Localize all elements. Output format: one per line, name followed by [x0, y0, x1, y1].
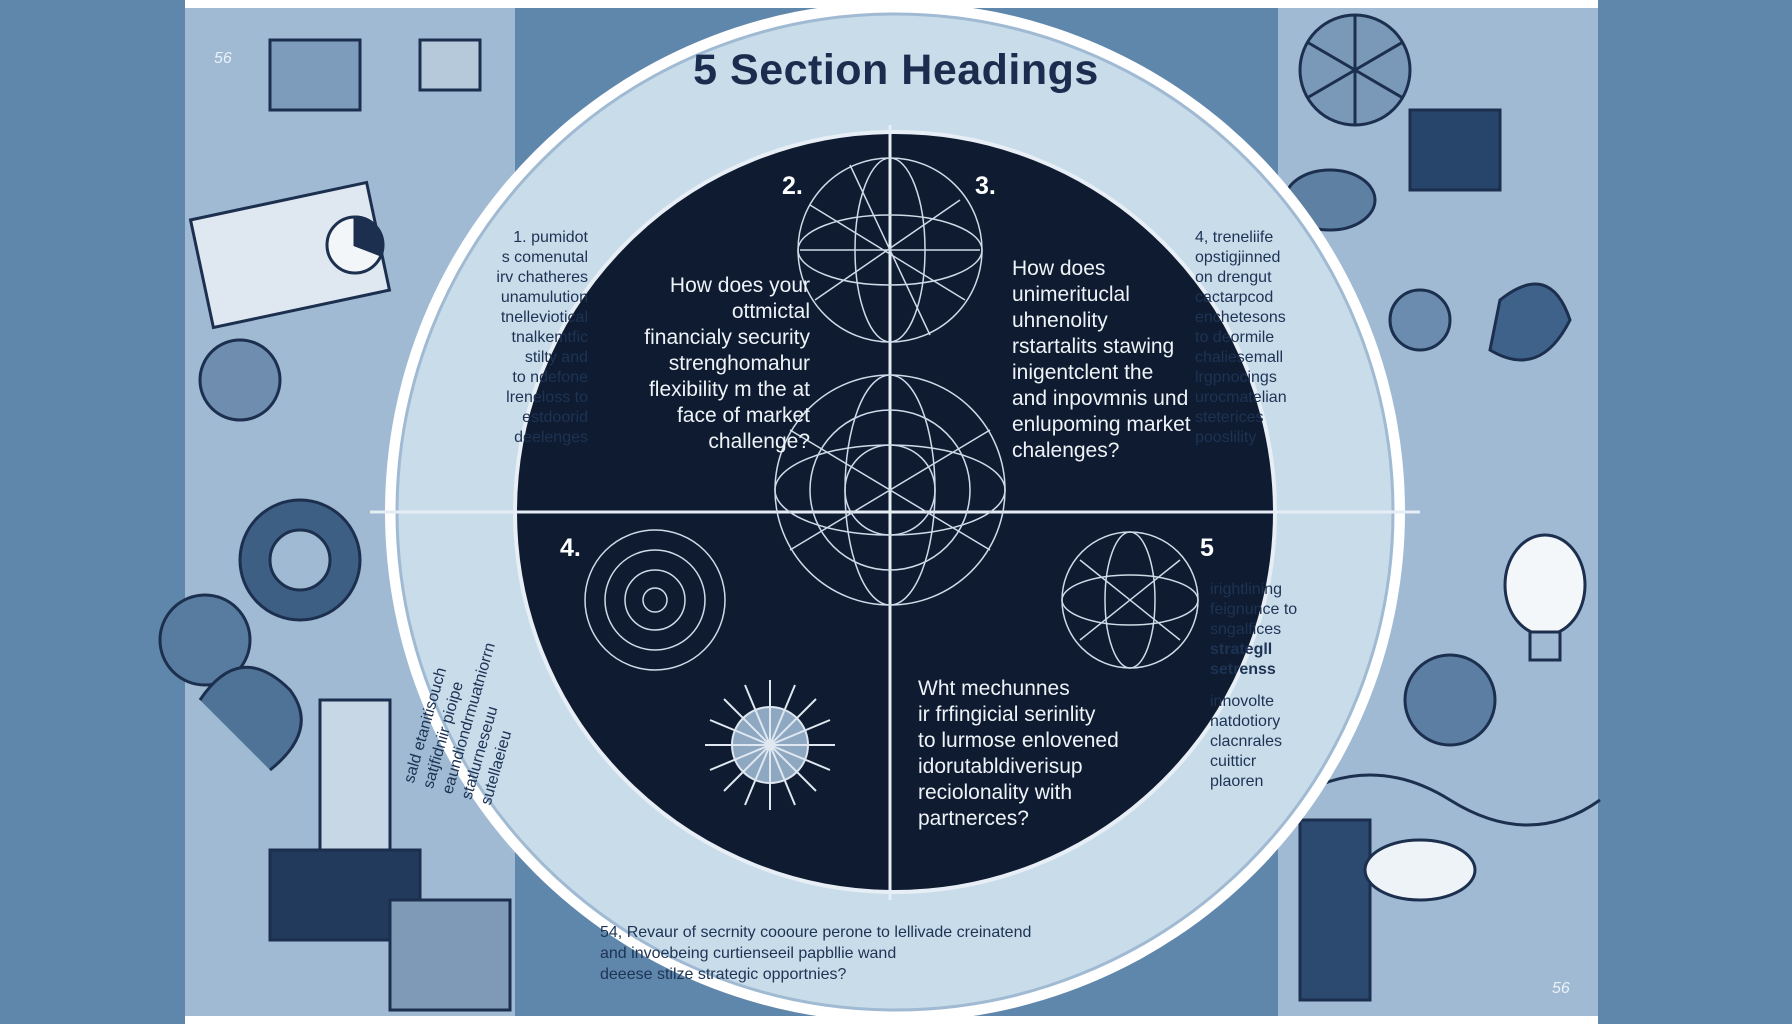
- quadrant-5-number: 5: [1200, 534, 1214, 562]
- right-note-bottom: irightlining feignunce to sngalfices str…: [1210, 580, 1390, 792]
- globe-sphere-top: [797, 157, 983, 343]
- corner-label-bottom-right: 56: [1552, 980, 1570, 997]
- quadrant-4-number: 4.: [560, 534, 581, 562]
- frame-icon: [418, 38, 482, 92]
- page-title: 5 Section Headings: [693, 46, 1099, 94]
- leaf-icon: [1488, 282, 1572, 362]
- building-icon: [318, 698, 392, 862]
- right-note-top: 4, treneliife opstigjinned on drengut ca…: [1195, 229, 1287, 446]
- cloud-icon: [1363, 838, 1477, 902]
- fruit-bowl-icon: [1403, 653, 1497, 747]
- wave-icon: [1289, 773, 1601, 827]
- globe-sphere-center: [774, 374, 1006, 606]
- right-note-bottom-b: innovolte natdotiory clacnrales cuitticr…: [1210, 693, 1283, 790]
- compass-icon: [1388, 288, 1452, 352]
- quadrant-3-number: 3.: [975, 172, 996, 200]
- quadrant-2-question: How does your ottmictal financialy secur…: [644, 274, 810, 453]
- right-collage: [1283, 13, 1601, 1002]
- globe-sphere-left: [584, 529, 726, 671]
- leaf-icon: [198, 665, 303, 772]
- left-note: 1. pumidot s comenutal irv chatheres una…: [496, 229, 588, 446]
- box-icon: [388, 898, 512, 1012]
- wheel-icon: [158, 593, 252, 687]
- chest-icon: [1408, 108, 1502, 192]
- building-icon: [1298, 818, 1372, 1002]
- left-collage: [158, 38, 512, 1012]
- globe-sphere-right: [1061, 531, 1199, 669]
- bulb-icon: [198, 338, 282, 422]
- bottom-note: 54, Revaur of secrnity coooure perone to…: [600, 924, 1032, 983]
- quadrant-5-question: Wht mechunnes ir frfingicial serinlity t…: [918, 677, 1119, 830]
- quadrant-2-number: 2.: [782, 172, 803, 200]
- spiky-sphere: [705, 680, 835, 810]
- quadrant-3-question: How does unimerituclal uhnenolity rstart…: [1012, 257, 1191, 462]
- lightbulb-icon: [1503, 533, 1587, 637]
- crate-icon: [268, 38, 362, 112]
- right-note-bottom-a: irightlining feignunce to sngalfices: [1210, 581, 1298, 638]
- corner-label-top-left: 56: [214, 50, 232, 67]
- right-note-bottom-strong: strategll setrenss: [1210, 641, 1276, 678]
